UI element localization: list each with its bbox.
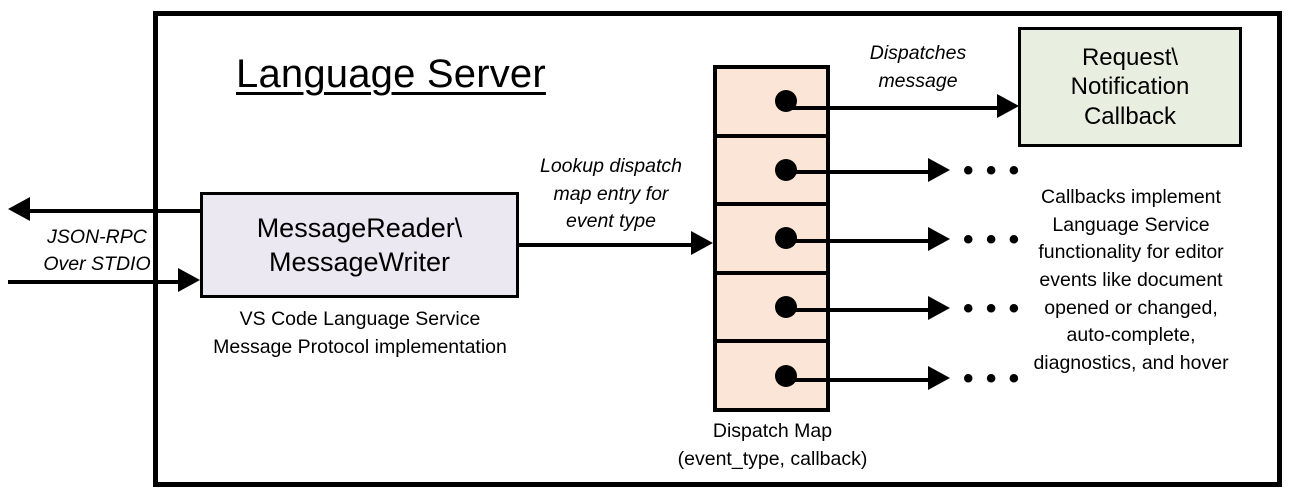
dispatch-row4-ellipsis: • • • [963, 292, 1022, 325]
callback-caption-line3: functionality for editor [1038, 241, 1224, 264]
callback-box-line3: Callback [1083, 102, 1177, 130]
outbound-jsonrpc-line [30, 209, 202, 213]
dispatch-map-table[interactable] [713, 65, 830, 412]
request-notification-callback-box[interactable]: Request\ Notification Callback [1018, 27, 1242, 147]
dispatches-message-label: Dispatches message [838, 40, 998, 95]
dispatch-caption-line2: (event_type, callback) [677, 447, 868, 470]
dispatch-row4-arrow-line [785, 308, 933, 312]
lookup-arrow-line [519, 243, 694, 247]
dispatch-row3-arrow-line [785, 239, 933, 243]
callback-caption-line2: Language Service [1052, 213, 1210, 236]
dispatch-row5-ellipsis: • • • [963, 362, 1022, 395]
message-reader-writer-caption: VS Code Language Service Message Protoco… [190, 306, 530, 361]
dispatch-entry-dot-icon [775, 296, 797, 319]
lookup-dispatch-label: Lookup dispatch map entry for event type [521, 153, 701, 236]
dispatch-caption-line1: Dispatch Map [712, 420, 833, 442]
dispatch-map-row[interactable] [717, 343, 826, 408]
lookup-label-line2: map entry for [553, 182, 669, 205]
jsonrpc-transport-label: JSON-RPC Over STDIO [22, 224, 172, 278]
callback-box-line2: Notification [1070, 73, 1190, 101]
message-caption-line2: Message Protocol implementation [213, 335, 507, 358]
message-reader-writer-box[interactable]: MessageReader\ MessageWriter [200, 192, 519, 298]
dispatch-row3-ellipsis: • • • [963, 223, 1022, 256]
callback-caption-line6: auto-complete, [1066, 324, 1196, 347]
dispatch-map-row[interactable] [717, 69, 826, 138]
dispatch-map-caption: Dispatch Map (event_type, callback) [640, 418, 905, 473]
outbound-jsonrpc-arrowhead [8, 197, 30, 221]
language-server-boundary [153, 11, 1282, 487]
dispatch-row1-arrow-head [997, 94, 1019, 118]
dispatch-row1-arrow-line [785, 106, 1007, 110]
callback-caption-line4: events like document [1039, 269, 1223, 292]
dispatch-map-row[interactable] [717, 275, 826, 344]
message-reader-writer-line1: MessageReader\ [256, 212, 463, 243]
inbound-jsonrpc-line [8, 280, 180, 284]
dispatch-row4-arrow-head [928, 296, 950, 320]
dispatch-row3-arrow-head [928, 227, 950, 251]
lookup-label-line1: Lookup dispatch [539, 155, 683, 177]
page-title: Language Server [236, 52, 546, 96]
dispatch-row5-arrow-line [785, 378, 933, 382]
message-reader-writer-line2: MessageWriter [268, 247, 451, 277]
callback-box-line1: Request\ [1081, 44, 1179, 72]
dispatches-label-line2: message [878, 69, 958, 92]
lookup-arrow-head [691, 231, 713, 255]
dispatch-map-row[interactable] [717, 138, 826, 207]
dispatch-row2-ellipsis: • • • [963, 154, 1022, 187]
dispatch-entry-dot-icon [775, 158, 797, 181]
dispatch-row2-arrow-head [928, 158, 950, 182]
callback-caption-line5: opened or changed, [1044, 296, 1218, 319]
dispatch-map-row[interactable] [717, 206, 826, 275]
dispatch-entry-dot-icon [775, 227, 797, 250]
dispatch-entry-dot-icon [775, 364, 797, 387]
callback-description-caption: Callbacks implement Language Service fun… [1005, 184, 1257, 378]
dispatch-row2-arrow-line [785, 170, 933, 174]
message-caption-line1: VS Code Language Service [239, 308, 481, 330]
lookup-label-line3: event type [566, 210, 656, 233]
inbound-jsonrpc-arrowhead [178, 268, 200, 292]
dispatch-row5-arrow-head [928, 366, 950, 390]
callback-caption-line1: Callbacks implement [1041, 186, 1221, 208]
jsonrpc-label-line1: JSON-RPC [47, 226, 147, 248]
jsonrpc-label-line2: Over STDIO [43, 252, 151, 275]
callback-caption-line7: diagnostics, and hover [1033, 352, 1229, 375]
dispatches-label-line1: Dispatches [869, 42, 967, 64]
